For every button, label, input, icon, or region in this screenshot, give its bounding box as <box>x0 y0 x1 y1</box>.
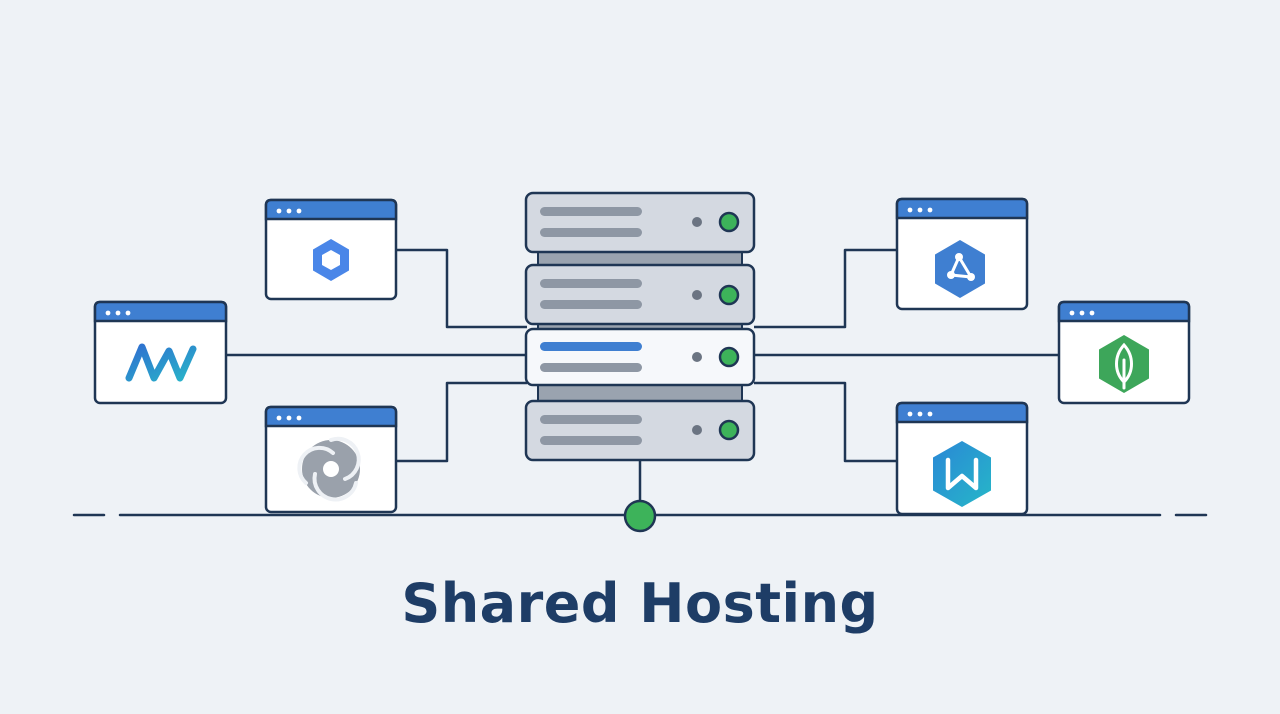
window-dot <box>917 207 923 213</box>
drive-slot <box>540 207 642 216</box>
window-dot <box>286 208 292 214</box>
drive-slot <box>540 279 642 288</box>
window-dot <box>125 310 131 316</box>
drive-slot-highlight <box>540 342 642 351</box>
drive-slot <box>540 415 642 424</box>
site-window-bottom-left <box>264 405 398 514</box>
window-dot <box>296 208 302 214</box>
drive-slot <box>540 228 642 237</box>
indicator-light <box>692 217 702 227</box>
indicator-light <box>692 290 702 300</box>
window-dot <box>276 208 282 214</box>
diagram-title: Shared Hosting <box>401 572 879 635</box>
drive-slot <box>540 363 642 372</box>
window-dot <box>1079 310 1085 316</box>
window-dot <box>286 415 292 421</box>
connector-top-right <box>754 248 897 329</box>
drive-slot <box>540 300 642 309</box>
site-window-mid-left <box>93 300 228 405</box>
hexagon-ring-logo-icon <box>313 239 349 281</box>
drive-slot <box>540 436 642 445</box>
server-unit-1 <box>524 191 756 254</box>
window-dot <box>917 411 923 417</box>
server-rack <box>524 191 756 462</box>
connector-bottom-left <box>396 381 527 463</box>
status-led <box>718 284 740 306</box>
hexagon-leaf-logo-icon <box>1099 335 1149 393</box>
indicator-light <box>692 425 702 435</box>
server-unit-4 <box>524 399 756 462</box>
server-unit-2 <box>524 263 756 326</box>
shared-hosting-diagram <box>72 191 1208 533</box>
status-led <box>718 211 740 233</box>
swirl-aperture-logo-icon <box>297 436 361 502</box>
window-dot <box>907 411 913 417</box>
window-dot <box>296 415 302 421</box>
site-window-top-left <box>264 198 398 301</box>
window-dot <box>927 207 933 213</box>
site-window-mid-right <box>1057 300 1191 405</box>
site-window-top-right <box>895 197 1029 311</box>
site-window-bottom-right <box>895 401 1029 516</box>
network-node <box>623 499 657 533</box>
status-led <box>718 419 740 441</box>
av-letters-logo-icon <box>125 343 197 382</box>
hexagon-w-logo-icon <box>933 441 991 507</box>
window-dot <box>927 411 933 417</box>
window-dot <box>115 310 121 316</box>
window-dot <box>276 415 282 421</box>
window-dot <box>907 207 913 213</box>
connector-top-left <box>396 248 527 329</box>
window-dot <box>1089 310 1095 316</box>
server-unit-3 <box>524 327 756 387</box>
indicator-light <box>692 352 702 362</box>
connector-bottom-right <box>754 381 897 463</box>
connector-lines <box>226 248 1059 500</box>
window-dot <box>105 310 111 316</box>
window-dot <box>1069 310 1075 316</box>
status-led <box>718 346 740 368</box>
hexagon-nodes-logo-icon <box>935 240 985 298</box>
